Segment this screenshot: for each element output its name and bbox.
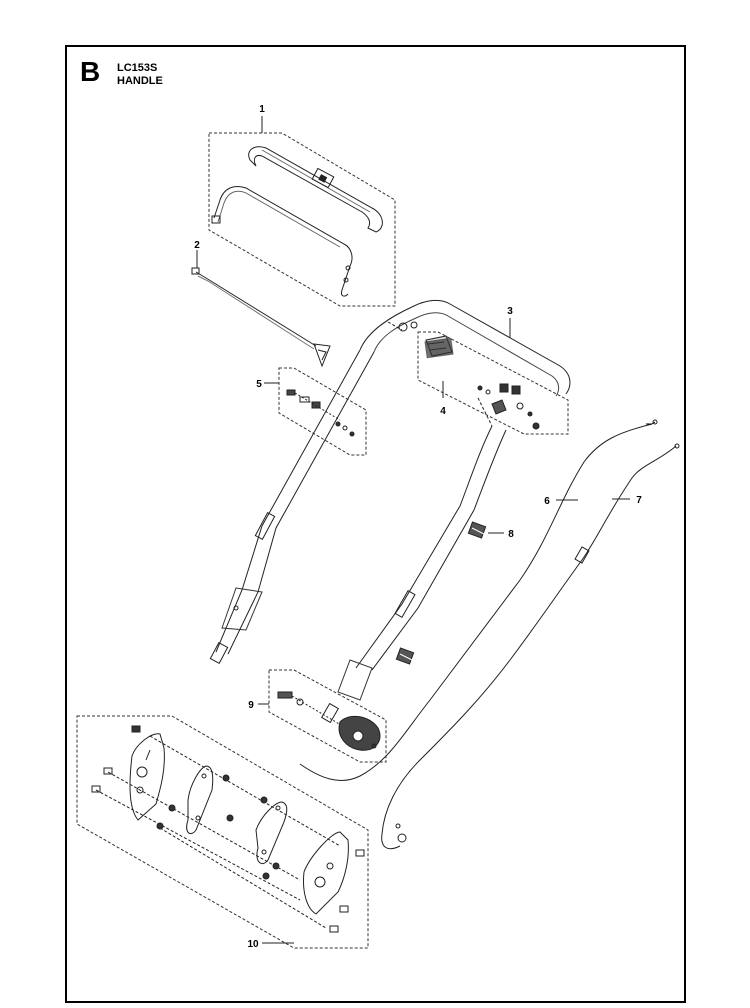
group-box-9 <box>268 669 387 763</box>
group-box-5 <box>278 367 367 456</box>
section-letter: B <box>80 56 101 87</box>
callout-6: 6 <box>544 496 550 507</box>
bracket-left <box>129 733 165 821</box>
title-block: LC153S HANDLE <box>117 62 163 88</box>
callout-8: 8 <box>508 529 514 540</box>
plate-middle <box>186 765 214 835</box>
cable-clip-8 <box>467 521 487 539</box>
callout-2: 2 <box>194 240 200 251</box>
callout-10: 10 <box>247 939 259 950</box>
brake-cable <box>195 271 317 347</box>
diagram-frame <box>65 45 686 1003</box>
group-box-10 <box>76 715 369 949</box>
grip-switch <box>311 167 335 189</box>
right-handle-tube <box>355 425 507 671</box>
handle-grip <box>248 146 383 233</box>
left-handle-tube <box>215 349 375 655</box>
callout-9: 9 <box>248 700 254 711</box>
cable-clip <box>491 399 507 415</box>
callout-5: 5 <box>256 379 262 390</box>
frame-bolt <box>398 322 408 332</box>
bracket-right <box>303 831 349 915</box>
group-box-1 <box>208 132 396 307</box>
throttle-cable-6 <box>299 423 653 781</box>
drive-cable-7 <box>381 445 677 850</box>
plate-right <box>255 801 288 864</box>
upper-handle-bar <box>359 299 571 395</box>
cable-clip-extra <box>395 647 415 665</box>
model-number: LC153S <box>117 62 158 74</box>
bail-bar <box>213 186 353 297</box>
callout-4: 4 <box>440 406 446 417</box>
callout-3: 3 <box>507 306 513 317</box>
assembly-title: HANDLE <box>117 75 163 87</box>
callout-1: 1 <box>259 104 265 115</box>
callout-7: 7 <box>636 495 642 506</box>
cable-bracket <box>313 343 331 368</box>
group-box-4 <box>417 331 569 435</box>
